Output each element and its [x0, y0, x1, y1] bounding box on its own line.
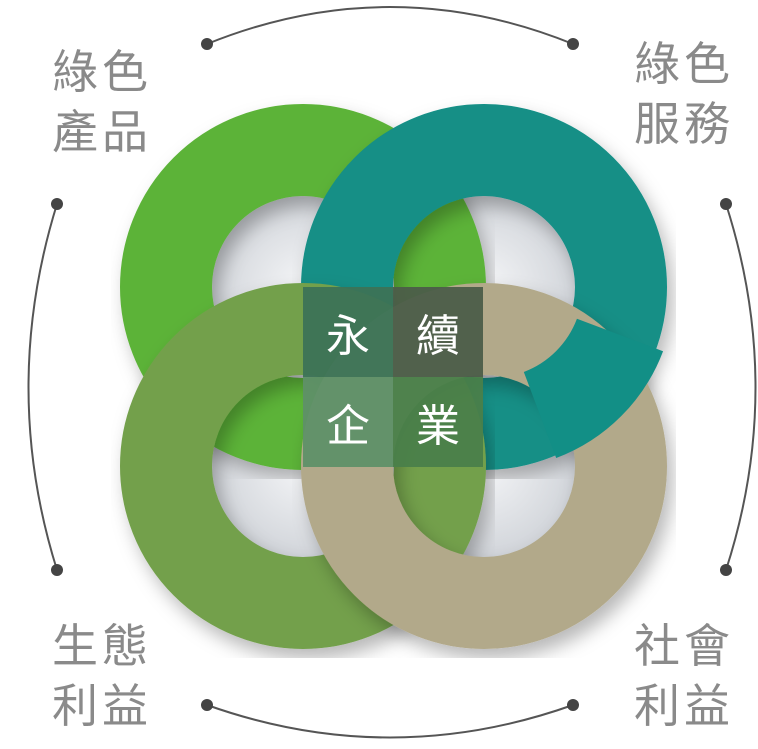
center-char-yong: 永 — [326, 311, 370, 362]
center-char-xu: 續 — [416, 311, 460, 362]
arc-dots — [51, 38, 732, 711]
label-social-benefit-line2: 利益 — [634, 679, 734, 733]
left-arc — [27, 203, 58, 571]
right-arc — [725, 203, 757, 571]
label-green-product-line2: 產品 — [52, 105, 152, 159]
center-char-ye: 業 — [416, 401, 460, 452]
label-social-benefit: 社會 利益 — [634, 616, 734, 736]
label-ecology-benefit-line1: 生態 — [52, 619, 152, 673]
top-arc — [206, 6, 574, 45]
label-green-product-line1: 綠色 — [52, 45, 152, 99]
label-green-service: 綠色 服務 — [634, 34, 734, 154]
bottom-arc — [206, 704, 574, 739]
label-green-service-line1: 綠色 — [634, 37, 734, 91]
label-green-product: 綠色 產品 — [52, 42, 152, 162]
label-ecology-benefit-line2: 利益 — [52, 679, 152, 733]
teal-over-tan — [522, 317, 664, 459]
label-green-service-line2: 服務 — [634, 97, 734, 151]
label-social-benefit-line1: 社會 — [634, 619, 734, 673]
outer-arcs — [27, 6, 757, 739]
center-char-qi: 企 — [326, 401, 370, 452]
center-square — [303, 287, 483, 467]
label-ecology-benefit: 生態 利益 — [52, 616, 152, 736]
